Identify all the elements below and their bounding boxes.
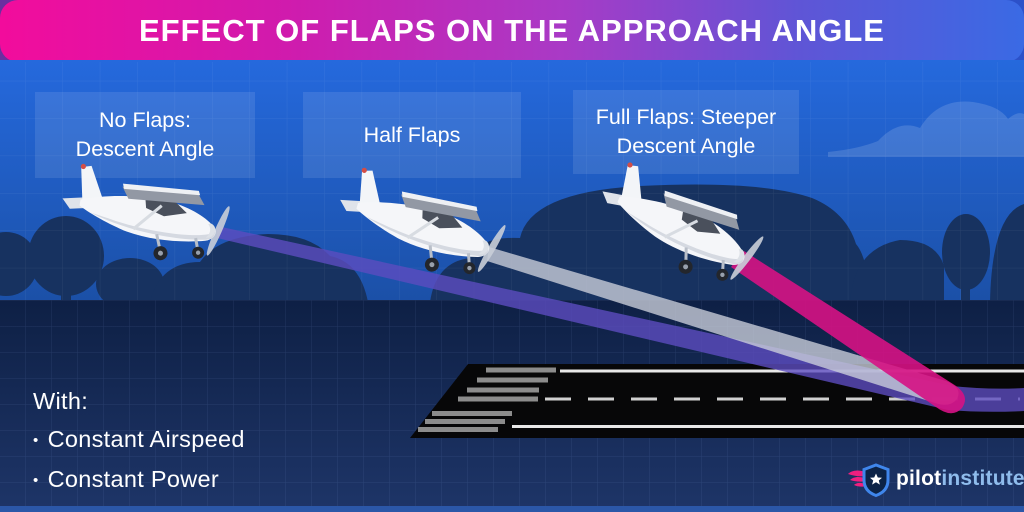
logo-text-primary: pilot — [896, 467, 942, 490]
label-no-flaps-line1: No Flaps: — [98, 108, 191, 132]
bullet-icon: • — [33, 472, 39, 489]
runway-threshold-markings — [418, 367, 556, 432]
condition-item: •Constant Power — [33, 466, 219, 492]
bullet-icon: • — [33, 432, 39, 449]
full-flaps-beam — [731, 251, 965, 414]
bottom-edge-strip — [0, 506, 1024, 512]
logo-text-secondary: institute — [941, 467, 1024, 490]
condition-item: •Constant Airspeed — [33, 426, 245, 452]
label-full-flaps: Full Flaps: Steeper Descent Angle — [573, 90, 799, 174]
page-title: EFFECT OF FLAPS ON THE APPROACH ANGLE — [139, 13, 885, 48]
runway-edge-line-bottom — [512, 425, 1024, 428]
label-no-flaps: No Flaps: Descent Angle — [35, 92, 255, 178]
conditions-heading: With: — [33, 388, 89, 414]
label-half-flaps-line1: Half Flaps — [363, 122, 461, 147]
label-no-flaps-line2: Descent Angle — [75, 137, 215, 161]
conditions-block: With: •Constant Airspeed •Constant Power — [33, 382, 245, 500]
half-flaps-beam — [487, 247, 959, 405]
label-half-flaps: Half Flaps — [303, 92, 521, 178]
label-full-flaps-line2: Descent Angle — [616, 134, 756, 158]
title-banner: EFFECT OF FLAPS ON THE APPROACH ANGLE — [0, 0, 1024, 62]
label-full-flaps-line1: Full Flaps: Steeper — [595, 105, 777, 129]
winged-shield-icon — [848, 463, 890, 498]
